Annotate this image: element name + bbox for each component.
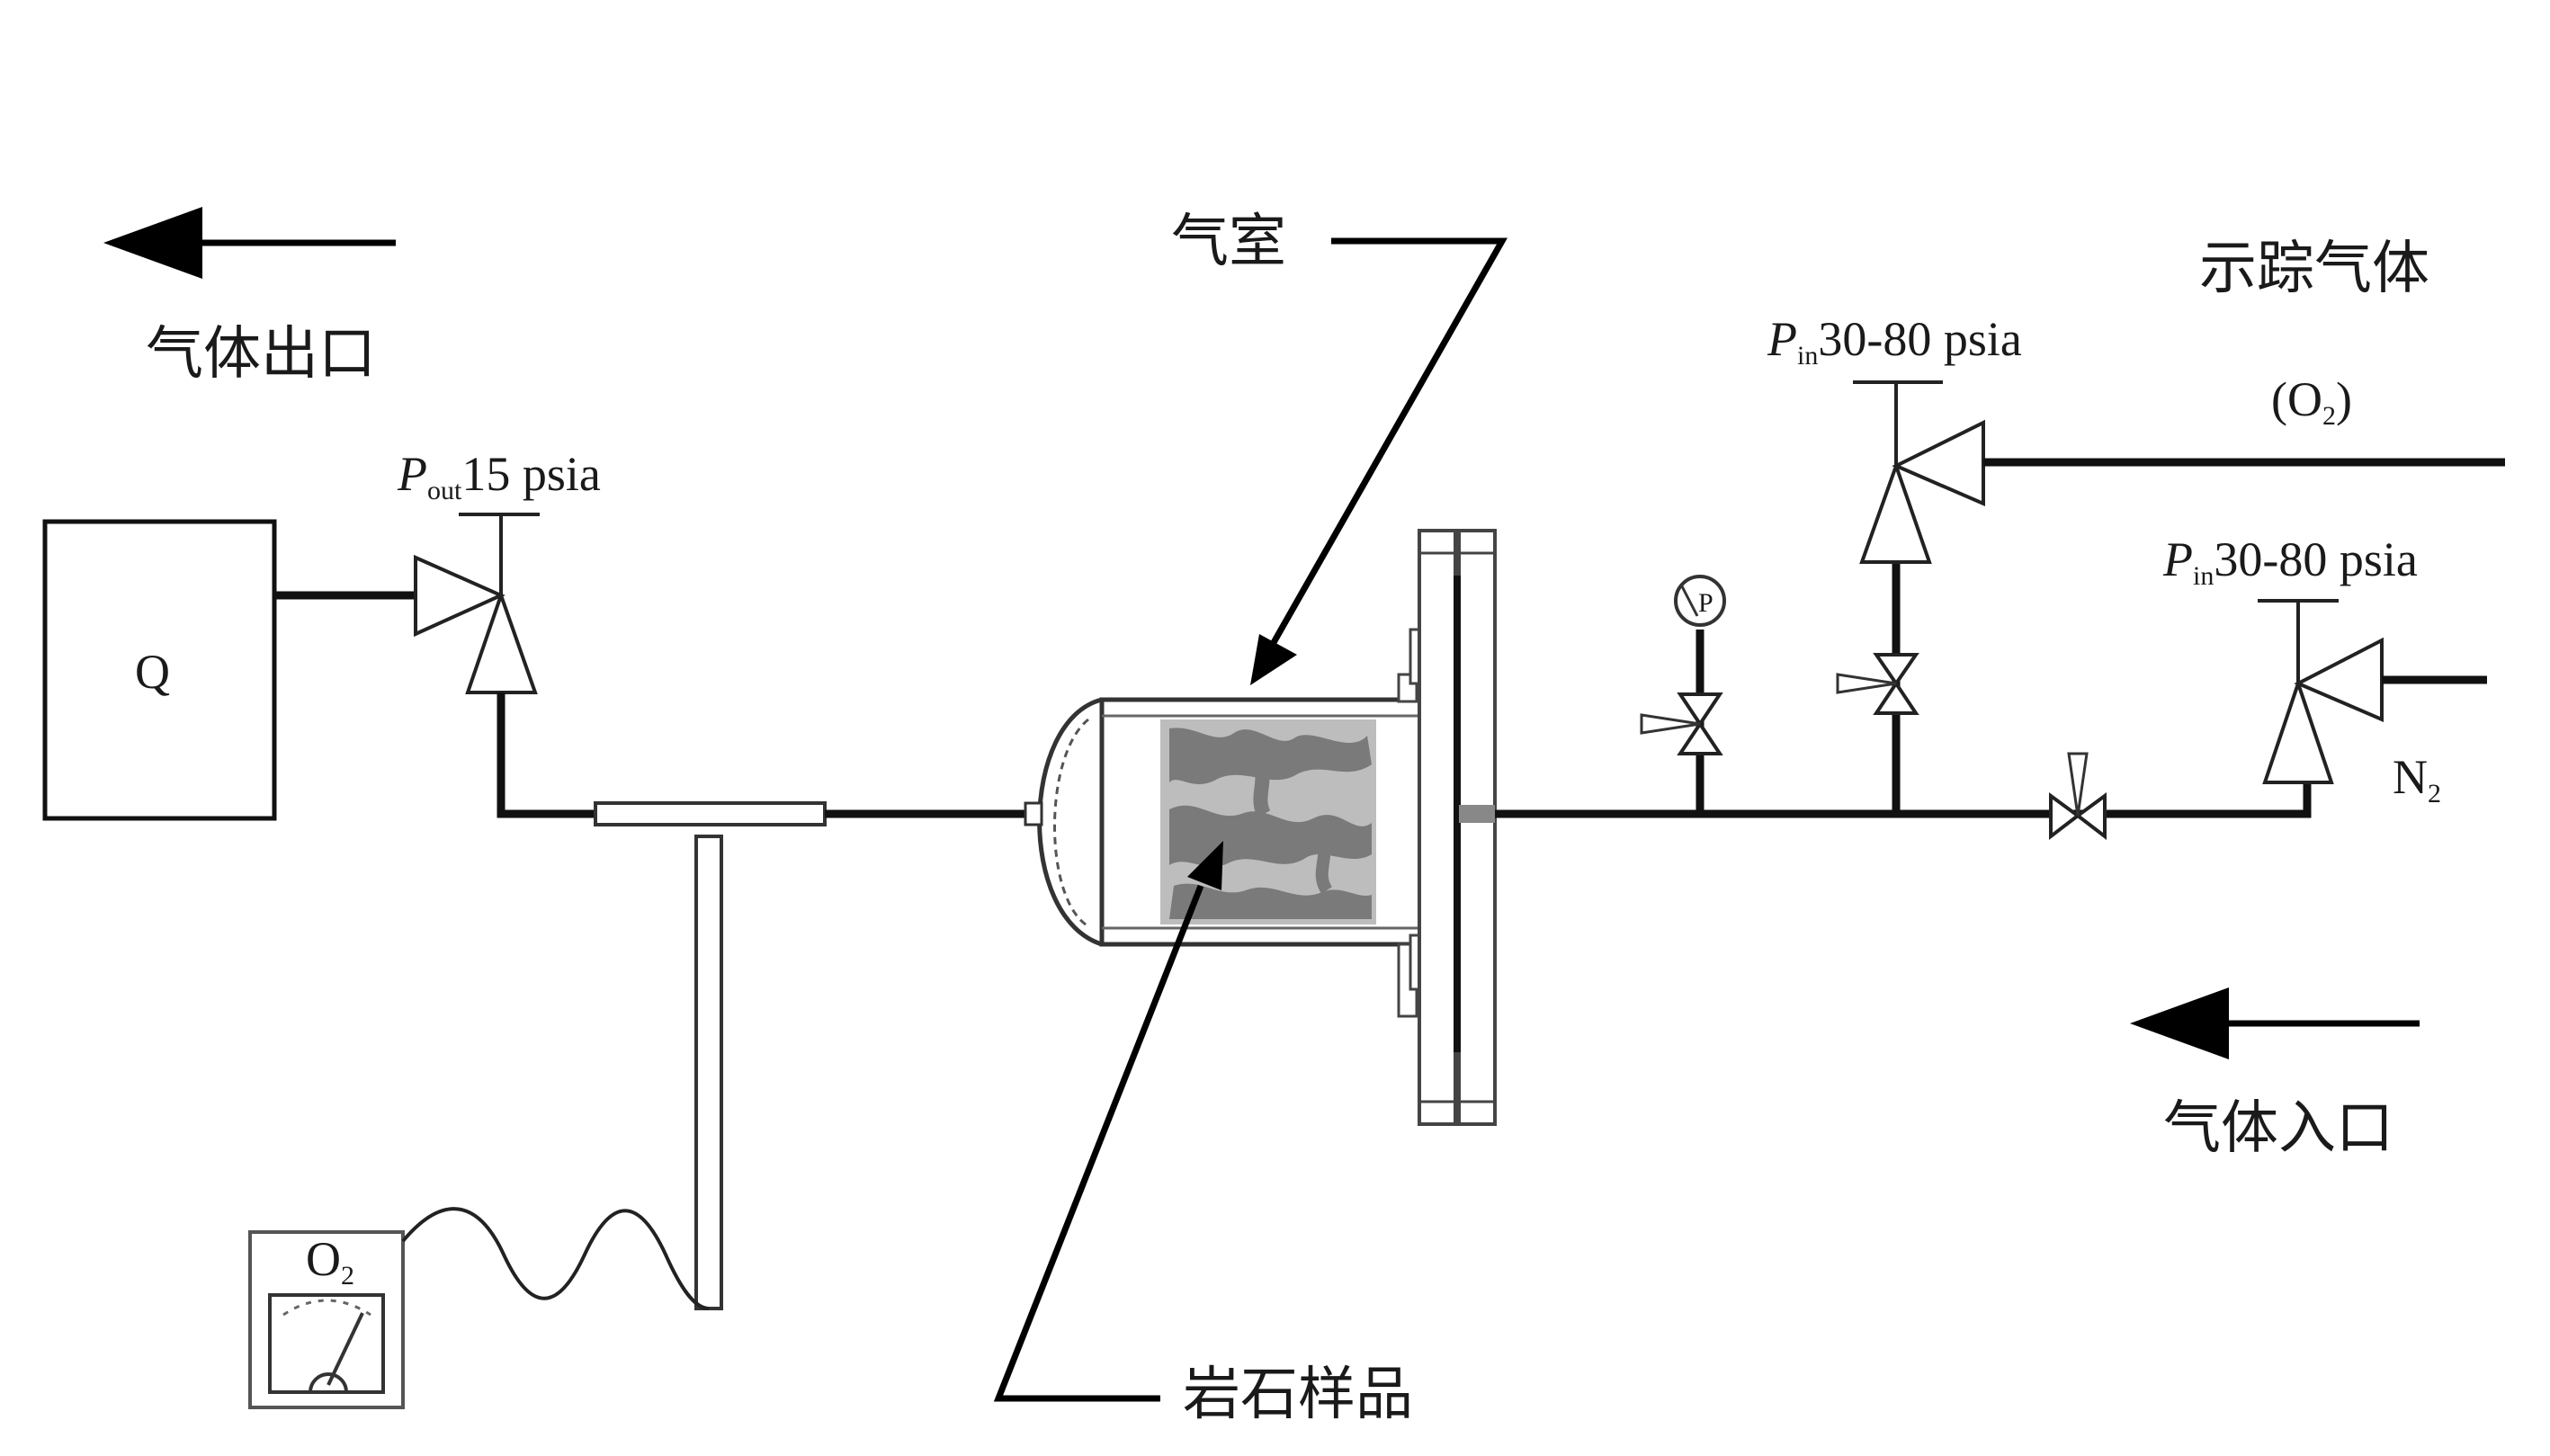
sampling-tube — [694, 835, 723, 1310]
flow-meter-label: Q — [135, 645, 170, 699]
gas-inlet-label: 气体入口 — [2163, 1095, 2393, 1162]
tracer-pressure-regulator — [1853, 380, 1985, 564]
n2-label: N2 — [2393, 750, 2441, 808]
analyzer-sample-line — [401, 1207, 710, 1310]
rock-sample — [1160, 719, 1376, 925]
chamber-flange — [1397, 529, 1497, 1126]
gauge-needle-valve — [1640, 692, 1723, 755]
inlet-flow-arrow — [2130, 987, 2420, 1059]
tracer-pressure-label: Pin30-80 psia — [1767, 312, 2022, 371]
tracer-gas-label: 示踪气体 — [2199, 236, 2429, 302]
tracer-gas-formula: (O2) — [2271, 372, 2352, 431]
pressure-gauge: P — [1674, 575, 1726, 627]
svg-text:P: P — [1698, 588, 1713, 618]
flow-meter-box — [42, 519, 277, 821]
oxygen-analyzer-label: O2 — [306, 1232, 354, 1291]
rock-sample-label: 岩石样品 — [1183, 1362, 1413, 1428]
rock-sample-callout — [993, 841, 1223, 1402]
oxygen-analyzer — [248, 1230, 405, 1409]
gas-outlet-label: 气体出口 — [146, 321, 376, 388]
outlet-flow-arrow — [103, 207, 396, 279]
outlet-pressure-regulator — [414, 513, 540, 694]
gas-chamber-callout — [1250, 237, 1508, 685]
tracer-needle-valve — [1836, 653, 1919, 715]
n2-line-needle-valve — [2049, 752, 2107, 841]
pipe-regulator-to-tee — [497, 692, 595, 818]
n2-pressure-label: Pin30-80 psia — [2162, 532, 2418, 591]
sampling-tee — [594, 801, 827, 826]
n2-pressure-regulator — [2258, 599, 2384, 784]
outlet-pressure-label: Pout15 psia — [397, 447, 601, 505]
gas-chamber-label: 气室 — [1171, 209, 1286, 275]
inlet-main-pipe — [1495, 782, 2312, 818]
